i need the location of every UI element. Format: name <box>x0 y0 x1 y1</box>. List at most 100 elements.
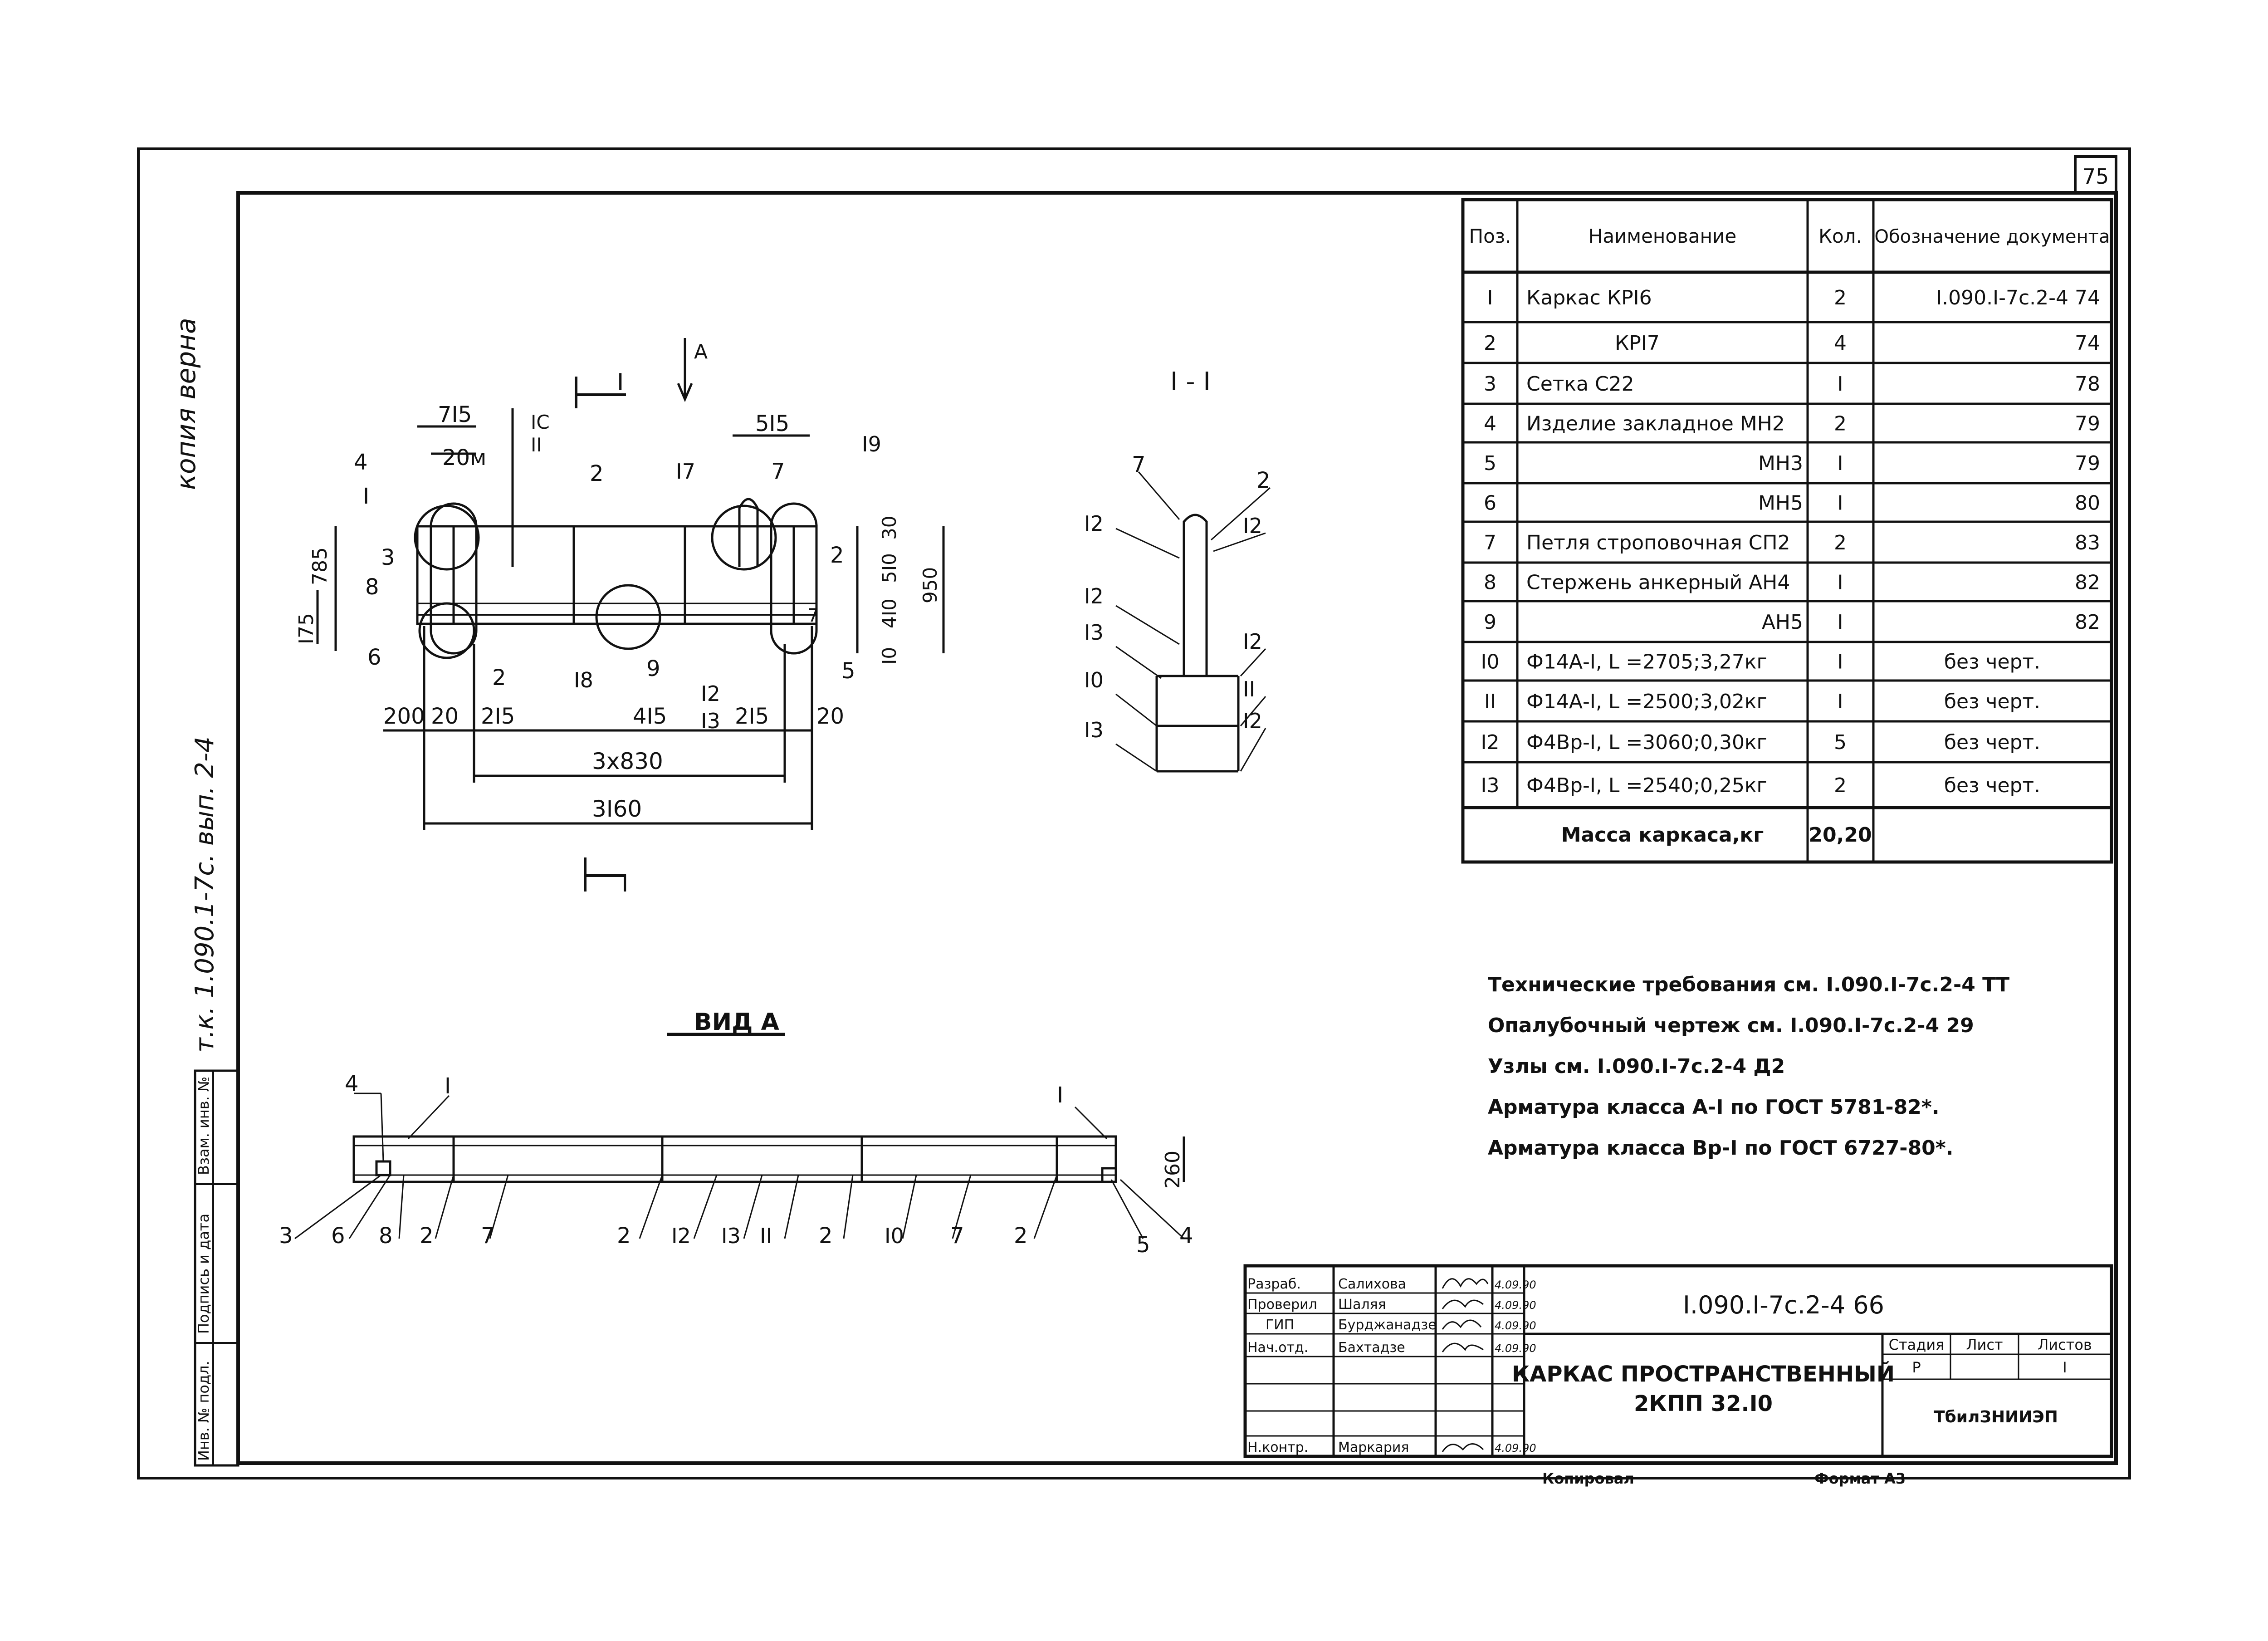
spec-cell-doc: 79 <box>2075 452 2100 475</box>
spec-cell-qty: I <box>1838 571 1843 594</box>
callout: I2 <box>1243 709 1262 733</box>
spec-cell-qty: I <box>1838 452 1843 475</box>
spec-cell-qty: I <box>1838 651 1843 674</box>
spec-header-doc: Обозначение документа <box>1875 226 2110 247</box>
callout: 4 <box>354 450 368 475</box>
plan-dim-20b: 20 <box>816 704 844 729</box>
tb-date: 4.09.90 <box>1495 1299 1536 1312</box>
callout: 4 <box>1179 1223 1193 1249</box>
spec-cell-name: Ф4Вр-I, L =2540;0,25кг <box>1526 774 1767 797</box>
callout: 2 <box>590 461 604 486</box>
signature-mark <box>1442 1319 1482 1330</box>
callout: 2 <box>819 1223 833 1249</box>
plan-dim-510: 5I0 <box>878 553 900 583</box>
callout: I2 <box>1084 511 1104 536</box>
stamp-podpis-data: Подпись и дата <box>195 1214 212 1334</box>
plan-callouts: 4 I 3 8 6 2 I8 9 I2 I3 I7 7 I9 2 5 2 7 <box>354 432 881 733</box>
stamp-vzam-inv: Взам. инв. № <box>195 1077 212 1175</box>
plan-dim-3160: 3I60 <box>592 796 642 822</box>
plan-section-mark: I <box>617 369 624 396</box>
spec-cell-doc: 80 <box>2075 492 2100 515</box>
plan-section-mark-bottom: I <box>621 870 628 897</box>
signature-mark <box>1442 1278 1489 1289</box>
callout: 8 <box>379 1223 393 1249</box>
callout: I2 <box>1084 584 1104 608</box>
spec-cell-qty: 5 <box>1834 731 1847 754</box>
tb-organization: ТбилЗНИИЭП <box>1934 1408 2058 1426</box>
tb-role: Нач.отд. <box>1247 1340 1308 1356</box>
outer-sheet-border <box>137 147 2131 1479</box>
spec-cell-pos: 9 <box>1484 611 1496 634</box>
spec-cell-qty: I <box>1838 611 1843 634</box>
margin-stamp: Инв. № подл. Подпись и дата Взам. инв. № <box>194 1069 240 1467</box>
callout: 7 <box>950 1223 964 1249</box>
note-line: Опалубочный чертеж см. I.090.I-7с.2-4 29 <box>1488 1014 1974 1037</box>
tb-role: Разраб. <box>1247 1276 1301 1292</box>
spec-cell-name: АН5 <box>1762 611 1803 634</box>
title-block-dates: 4.09.90 4.09.90 4.09.90 4.09.90 4.09.90 <box>1495 1279 1536 1455</box>
spec-cell-qty: 4 <box>1834 332 1847 355</box>
tb-name: Шаляя <box>1338 1297 1386 1313</box>
detail-circle-4 <box>414 505 480 571</box>
tb-date: 4.09.90 <box>1495 1279 1536 1291</box>
spec-cell-doc: 78 <box>2075 372 2100 396</box>
callout: 2 <box>492 665 506 691</box>
plan-dim-ic: IC <box>531 411 550 433</box>
spec-cell-pos: I2 <box>1481 731 1500 754</box>
callout: 3 <box>381 545 395 570</box>
spec-cell-qty: I <box>1838 690 1843 713</box>
callout: I3 <box>721 1224 741 1248</box>
spec-cell-doc: 83 <box>2075 531 2100 554</box>
plan-view <box>316 338 945 892</box>
callout: I7 <box>676 459 695 484</box>
tb-name: Бурджанадзе <box>1338 1317 1437 1333</box>
tb-name: Маркария <box>1338 1440 1409 1455</box>
callout: 9 <box>646 656 660 681</box>
spec-cell-doc: 82 <box>2075 571 2100 594</box>
view-a-callouts: 4 I I 3 6 8 2 7 2 I2 I3 II 2 I0 7 2 5 4 <box>279 1071 1193 1258</box>
tb-sheets: I <box>2063 1359 2067 1376</box>
footer-format: Формат А3 <box>1814 1470 1906 1487</box>
callout: 7 <box>481 1223 495 1249</box>
tb-sheets-header: Листов <box>2038 1336 2092 1353</box>
spec-total-label: Масса каркаса,кг <box>1561 823 1764 847</box>
callout: 2 <box>617 1223 631 1249</box>
section-view <box>1115 471 1271 773</box>
plan-dim-715: 7I5 <box>438 402 472 427</box>
plan-dim-175: I75 <box>295 613 318 644</box>
tb-date: 4.09.90 <box>1495 1342 1536 1355</box>
spec-cell-pos: 4 <box>1484 412 1496 436</box>
plan-dim-415: 4I5 <box>633 704 667 729</box>
tb-date: 4.09.90 <box>1495 1319 1536 1332</box>
detail-circle-18 <box>595 584 661 650</box>
callout: 2 <box>420 1223 434 1249</box>
callout: I2 <box>1243 514 1262 538</box>
note-line: Технические требования см. I.090.I-7с.2-… <box>1488 973 2009 996</box>
title-block-signatures <box>1442 1278 1489 1452</box>
callout: I2 <box>1243 629 1262 654</box>
signature-mark <box>1442 1342 1484 1352</box>
margin-handwritten-bottom: т.к. 1.090.1-7с. вып. 2-4 <box>190 736 220 1053</box>
plan-dim-515: 5I5 <box>755 411 789 436</box>
tb-name: Бахтадзе <box>1338 1340 1405 1356</box>
stamp-inv-podl: Инв. № подл. <box>195 1361 212 1461</box>
plan-dim-215a: 2I5 <box>481 704 515 729</box>
section-callouts: 7 2 I2 I2 I2 I3 I2 I0 II I3 I2 <box>1084 452 1271 742</box>
spec-cell-qty: 2 <box>1834 531 1847 554</box>
plan-dim-20m: 20м <box>442 445 486 470</box>
tb-role: Н.контр. <box>1247 1440 1308 1455</box>
callout: 6 <box>331 1223 345 1249</box>
spec-cell-pos: I <box>1487 286 1493 309</box>
spec-cell-doc: без черт. <box>1944 651 2040 674</box>
spec-cell-doc: без черт. <box>1944 774 2040 797</box>
spec-cell-name: Ф14А-I, L =2705;3,27кг <box>1526 651 1767 674</box>
plan-dim-215b: 2I5 <box>735 704 769 729</box>
spec-cell-name: МН3 <box>1758 452 1803 475</box>
callout: 4 <box>345 1071 359 1097</box>
callout: 7 <box>771 459 785 484</box>
spec-cell-qty: I <box>1838 372 1843 396</box>
spec-cell-doc: 74 <box>2075 332 2100 355</box>
